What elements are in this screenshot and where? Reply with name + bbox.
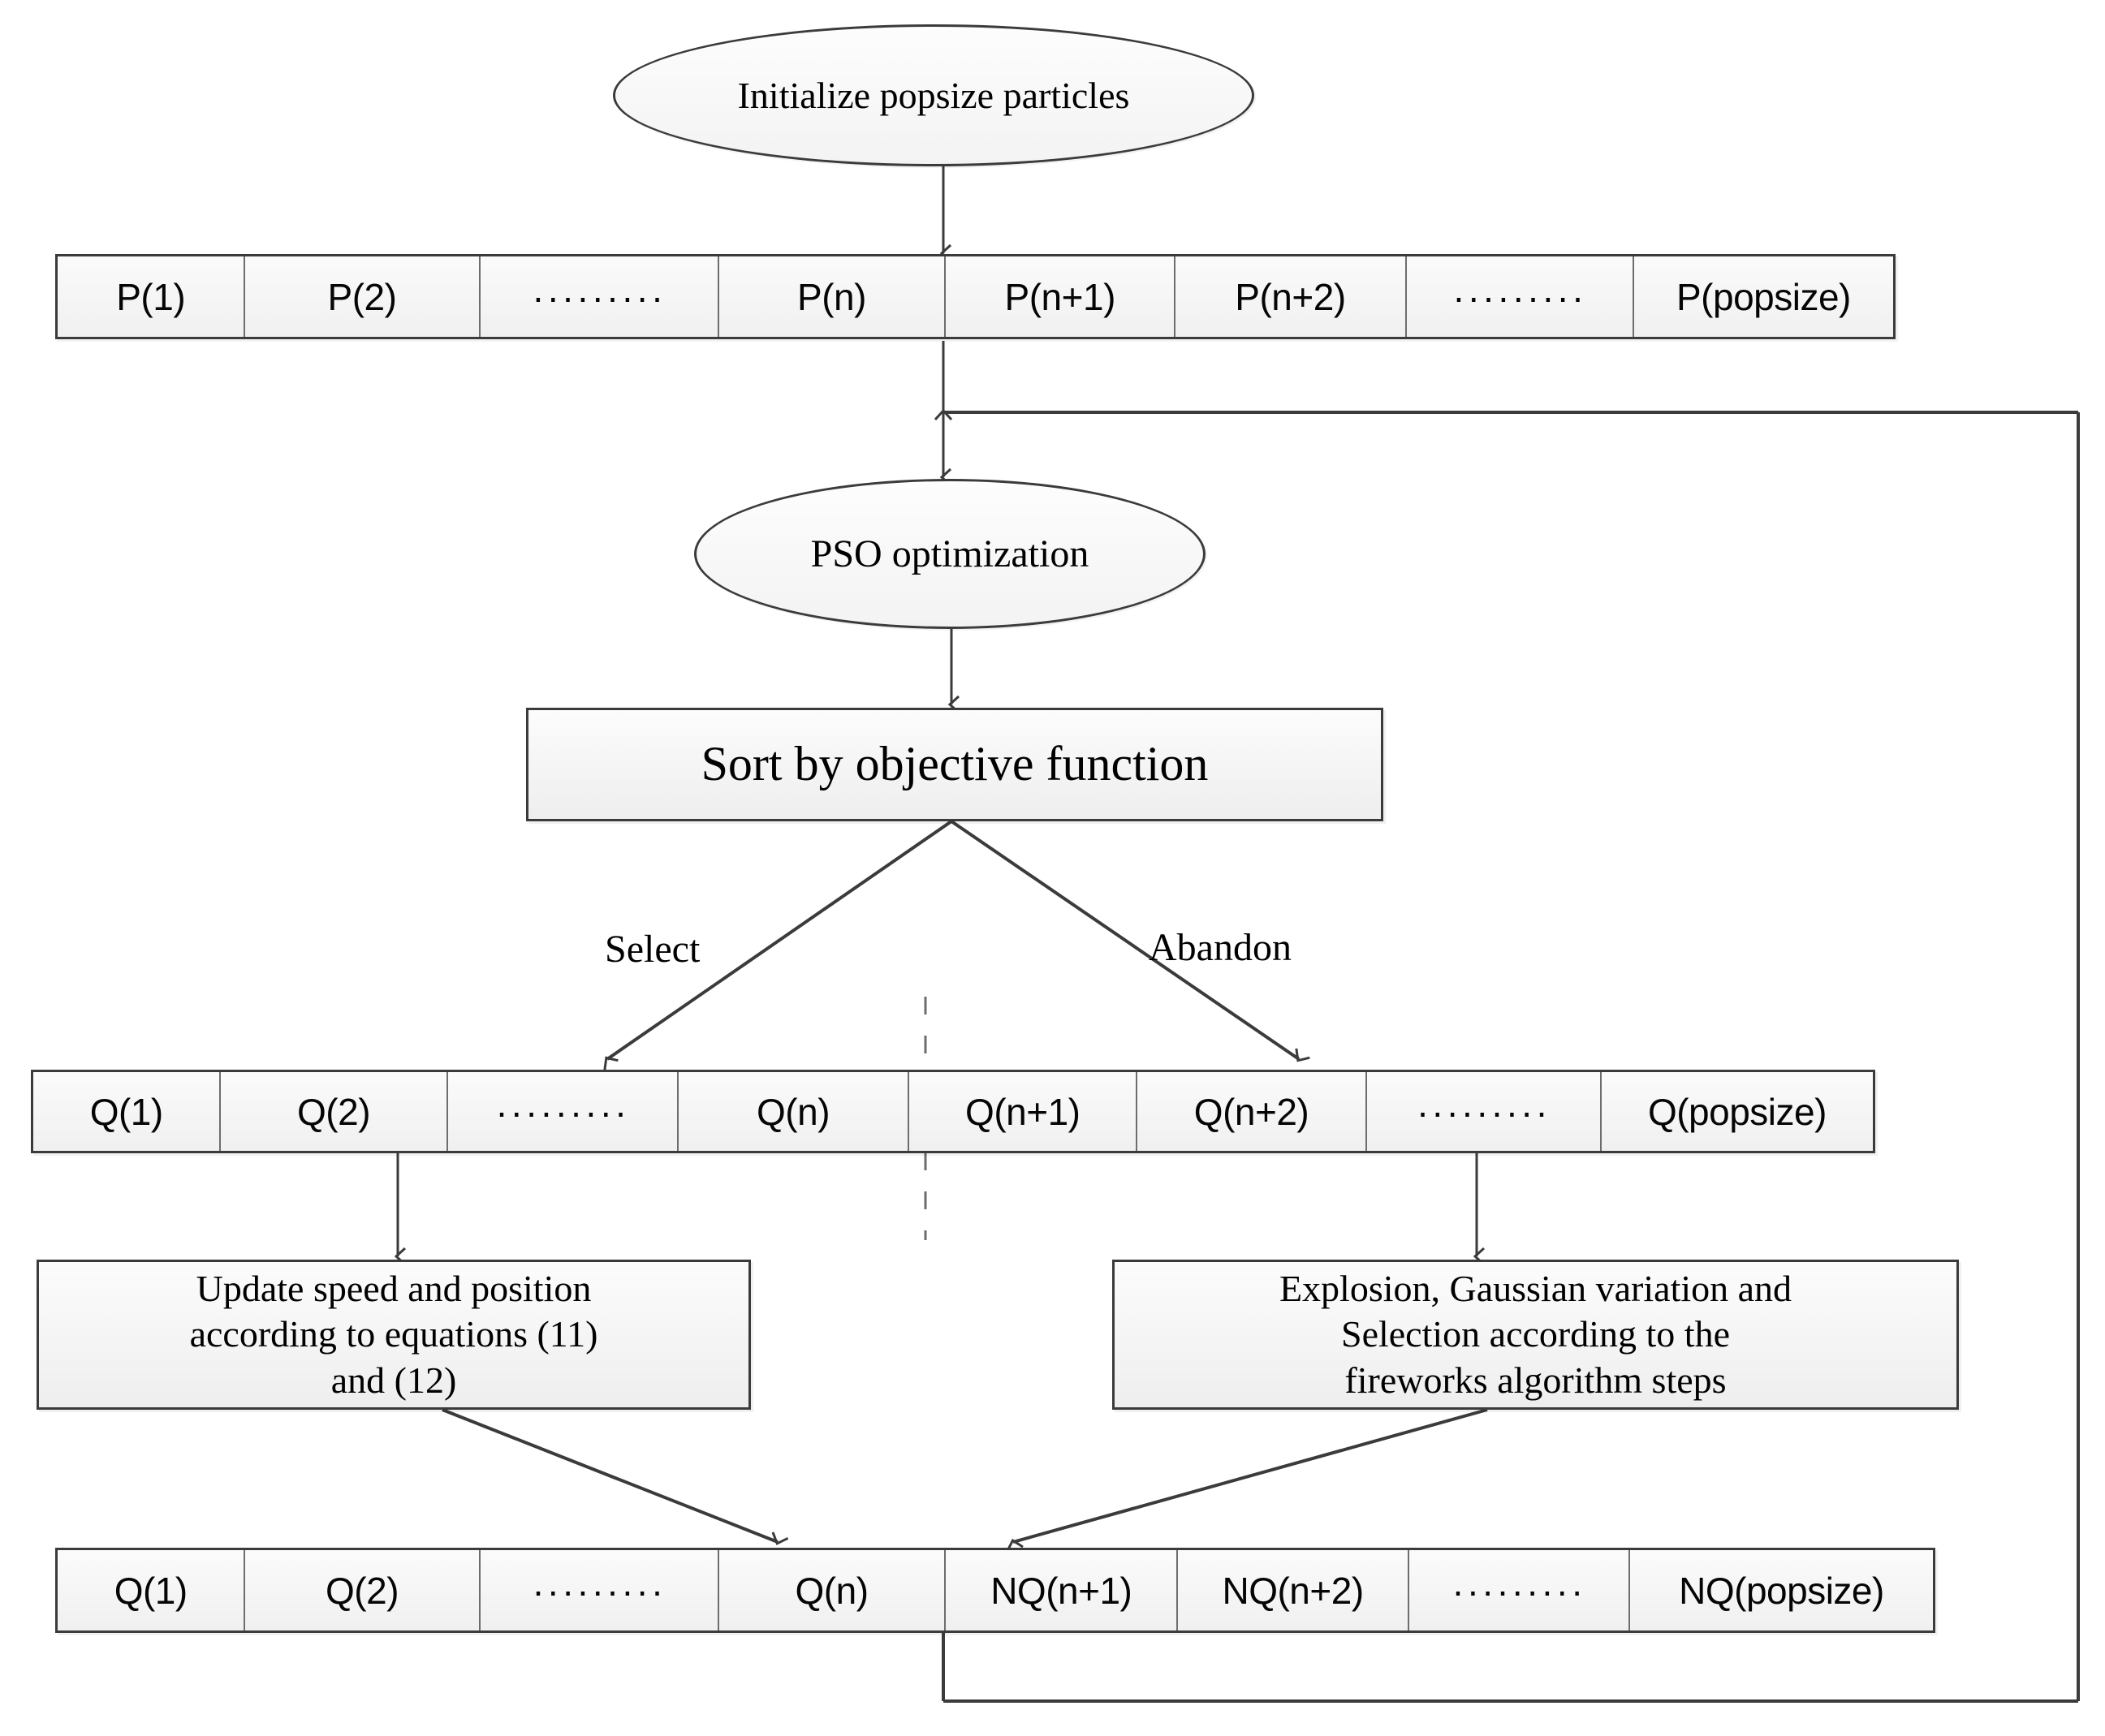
array-cell[interactable]: Q(2): [221, 1072, 448, 1151]
node-update-speed-position[interactable]: Update speed and position according to e…: [37, 1260, 751, 1410]
array-cell[interactable]: P(2): [245, 256, 481, 337]
population-array-nq[interactable]: Q(1) Q(2) ········· Q(n) NQ(n+1) NQ(n+2)…: [55, 1548, 1935, 1633]
edge-label-select: Select: [605, 928, 701, 971]
array-cell[interactable]: Q(n): [719, 1550, 947, 1630]
array-cell[interactable]: NQ(n+2): [1178, 1550, 1409, 1630]
fireworks-line-1: Explosion, Gaussian variation and: [1279, 1268, 1792, 1310]
array-cell[interactable]: NQ(n+1): [946, 1550, 1179, 1630]
update-line-2: according to equations (11): [189, 1313, 598, 1355]
array-cell[interactable]: Q(n+1): [909, 1072, 1138, 1151]
update-line-1: Update speed and position: [196, 1268, 592, 1310]
array-cell-ellipsis: ·········: [1409, 1550, 1630, 1630]
fireworks-line-3: fireworks algorithm steps: [1344, 1359, 1727, 1401]
array-cell[interactable]: NQ(popsize): [1679, 1569, 1884, 1612]
array-cell[interactable]: P(n+1): [946, 256, 1176, 337]
fireworks-line-2: Selection according to the: [1340, 1313, 1730, 1355]
node-pso-optimization[interactable]: PSO optimization: [694, 479, 1206, 629]
node-initialize-popsize[interactable]: Initialize popsize particles: [613, 24, 1254, 166]
array-cell[interactable]: P(n+2): [1175, 256, 1407, 337]
array-cell[interactable]: Q(n): [679, 1072, 910, 1151]
node-sort-by-objective-function[interactable]: Sort by objective function: [526, 708, 1383, 821]
array-cell[interactable]: Q(n+2): [1137, 1072, 1367, 1151]
edge-update-to-nq: [442, 1408, 778, 1542]
array-cell[interactable]: Q(1): [33, 1072, 222, 1151]
array-cell-ellipsis: ·········: [1407, 256, 1634, 337]
population-array-p[interactable]: P(1) P(2) ········· P(n) P(n+1) P(n+2) ·…: [55, 254, 1896, 339]
edge-label-abandon: Abandon: [1149, 926, 1292, 969]
array-cell[interactable]: Q(2): [245, 1550, 481, 1630]
node-fireworks-explosion-selection[interactable]: Explosion, Gaussian variation and Select…: [1112, 1260, 1959, 1410]
update-line-3: and (12): [330, 1359, 457, 1401]
array-cell[interactable]: Q(popsize): [1647, 1090, 1827, 1133]
array-cell-ellipsis: ·········: [481, 256, 719, 337]
array-cell-ellipsis: ·········: [481, 1550, 719, 1630]
array-cell[interactable]: P(n): [719, 256, 947, 337]
array-cell[interactable]: P(1): [58, 256, 246, 337]
population-array-q[interactable]: Q(1) Q(2) ········· Q(n) Q(n+1) Q(n+2) ·…: [31, 1070, 1875, 1153]
array-cell-ellipsis: ·········: [1367, 1072, 1602, 1151]
array-cell-ellipsis: ·········: [448, 1072, 679, 1151]
edge-fireworks-to-nq: [1013, 1408, 1488, 1542]
array-cell[interactable]: Q(1): [58, 1550, 246, 1630]
array-cell[interactable]: P(popsize): [1676, 275, 1851, 318]
